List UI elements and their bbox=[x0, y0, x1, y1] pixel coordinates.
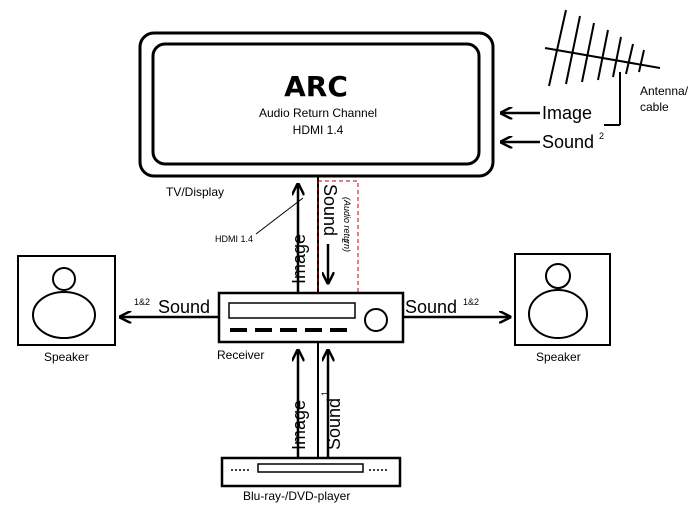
antenna-connector bbox=[604, 72, 621, 126]
tv-caption: TV/Display bbox=[166, 185, 224, 199]
antenna-icon bbox=[544, 9, 661, 87]
hdmi-sound-sup: 2 bbox=[340, 238, 350, 243]
tv-version: HDMI 1.4 bbox=[293, 123, 344, 137]
speaker-left bbox=[17, 255, 116, 346]
hdmi-sound-label: Sound bbox=[320, 184, 340, 236]
antenna-sound-label: Sound bbox=[542, 132, 594, 152]
hdmi-image-label: Image bbox=[289, 234, 309, 284]
speaker-right bbox=[514, 253, 611, 346]
tv-title: ARC bbox=[284, 70, 348, 103]
antenna-label-line2: cable bbox=[640, 100, 669, 114]
receiver-label: Receiver bbox=[217, 348, 264, 362]
hdmi-link-label: HDMI 1.4 bbox=[215, 234, 253, 244]
tv-subtitle: Audio Return Channel bbox=[259, 106, 377, 120]
tv-display: ARC Audio Return Channel HDMI 1.4 bbox=[138, 31, 495, 178]
speaker-right-sound-label: Sound bbox=[405, 297, 457, 317]
receiver-volume-knob bbox=[364, 308, 388, 332]
antenna-label-line1: Antenna/ bbox=[640, 84, 689, 98]
player-image-label: Image bbox=[289, 400, 309, 450]
hdmi-label-leader bbox=[255, 197, 304, 235]
speaker-left-sup: 1&2 bbox=[134, 297, 150, 307]
audio-return-label: (Audio return) bbox=[342, 197, 352, 252]
player-sound-label: Sound bbox=[324, 398, 344, 450]
antenna-image-label: Image bbox=[542, 103, 592, 123]
speaker-left-label: Speaker bbox=[44, 350, 89, 364]
antenna-sound-sup: 2 bbox=[599, 131, 604, 141]
receiver-device bbox=[217, 291, 405, 344]
player-sound-sup: 1 bbox=[320, 391, 330, 396]
player-label: Blu-ray-/DVD-player bbox=[243, 489, 350, 503]
speaker-right-label: Speaker bbox=[536, 350, 581, 364]
bluray-player-device bbox=[220, 456, 402, 488]
speaker-left-sound-label: Sound bbox=[158, 297, 210, 317]
speaker-right-sup: 1&2 bbox=[463, 297, 479, 307]
